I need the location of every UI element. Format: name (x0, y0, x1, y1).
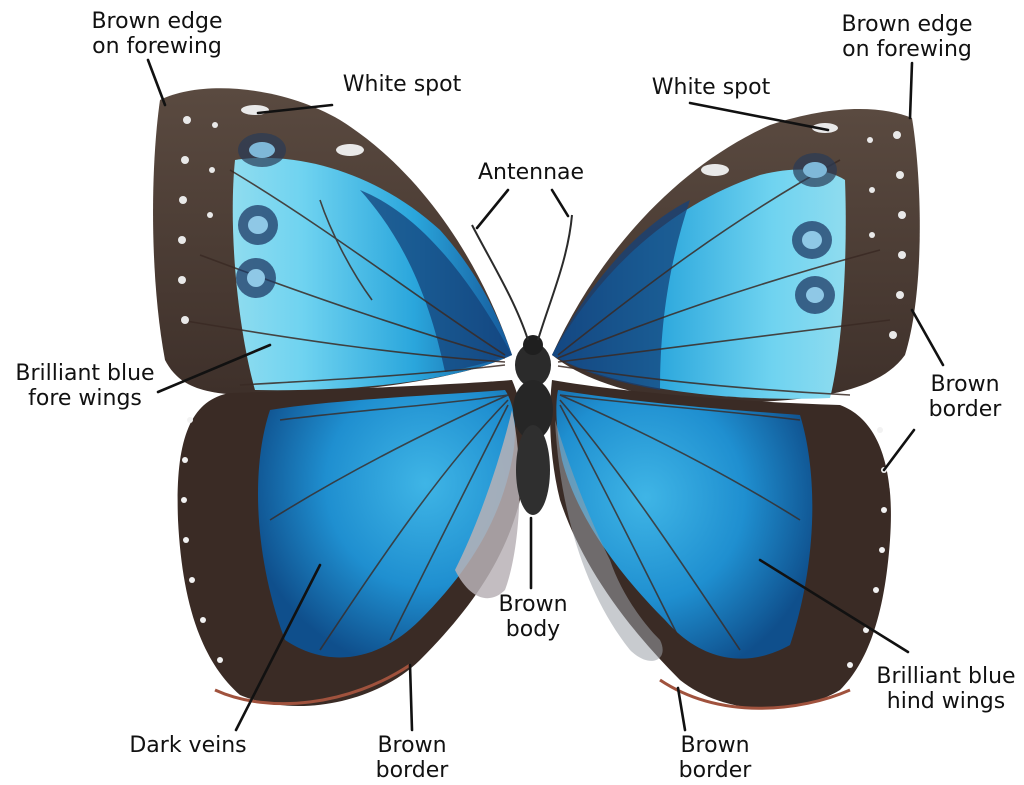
label-brown-border-bottom-right-line1: Brown (665, 733, 765, 758)
label-brilliant-blue-fore: Brilliant blue fore wings (5, 361, 165, 411)
left-hindwing (178, 380, 525, 706)
right-forewing (552, 109, 920, 403)
label-brown-border-right-upper-line2: border (915, 397, 1015, 422)
label-brown-border-bottom-left: Brown border (362, 733, 462, 783)
label-white-spot-right-text: White spot (641, 75, 781, 100)
right-hindwing-blue (556, 390, 812, 659)
butterfly-body (513, 335, 553, 515)
leader-antennae-left (477, 190, 508, 228)
label-brown-border-bottom-left-line1: Brown (362, 733, 462, 758)
leader-brown-border-bottom-left (410, 665, 412, 730)
left-forewing (153, 88, 512, 395)
leader-brown-border-right-upper-2 (884, 430, 914, 470)
label-brown-edge-right-line2: on forewing (832, 37, 982, 62)
leader-brown-border-right-upper (912, 310, 943, 365)
label-brown-border-bottom-right: Brown border (665, 733, 765, 783)
label-brilliant-blue-hind-line1: Brilliant blue (868, 664, 1024, 689)
leader-brown-edge-right (910, 63, 912, 118)
label-brown-edge-left-line1: Brown edge (82, 9, 232, 34)
label-brown-edge-right: Brown edge on forewing (832, 12, 982, 62)
label-brown-body: Brown body (483, 592, 583, 642)
label-dark-veins-text: Dark veins (118, 733, 258, 758)
label-brilliant-blue-hind: Brilliant blue hind wings (868, 664, 1024, 714)
label-brilliant-blue-fore-line2: fore wings (5, 386, 165, 411)
label-brown-edge-left: Brown edge on forewing (82, 9, 232, 59)
label-antennae: Antennae (466, 160, 596, 185)
label-white-spot-left-text: White spot (332, 72, 472, 97)
right-forewing-eyespots (792, 153, 837, 314)
label-brown-body-line2: body (483, 617, 583, 642)
label-white-spot-right: White spot (641, 75, 781, 100)
label-brilliant-blue-hind-line2: hind wings (868, 689, 1024, 714)
label-white-spot-left: White spot (332, 72, 472, 97)
label-brown-body-line1: Brown (483, 592, 583, 617)
right-hindwing (550, 380, 891, 709)
label-brown-border-bottom-left-line2: border (362, 758, 462, 783)
label-brilliant-blue-fore-line1: Brilliant blue (5, 361, 165, 386)
label-brown-border-right-upper-line1: Brown (915, 372, 1015, 397)
label-brown-border-bottom-right-line2: border (665, 758, 765, 783)
label-brown-edge-right-line1: Brown edge (832, 12, 982, 37)
leader-brown-edge-left (148, 60, 165, 105)
label-dark-veins: Dark veins (118, 733, 258, 758)
leader-antennae-right (552, 190, 568, 216)
label-brown-border-right-upper: Brown border (915, 372, 1015, 422)
label-brown-edge-left-line2: on forewing (82, 34, 232, 59)
label-antennae-text: Antennae (466, 160, 596, 185)
